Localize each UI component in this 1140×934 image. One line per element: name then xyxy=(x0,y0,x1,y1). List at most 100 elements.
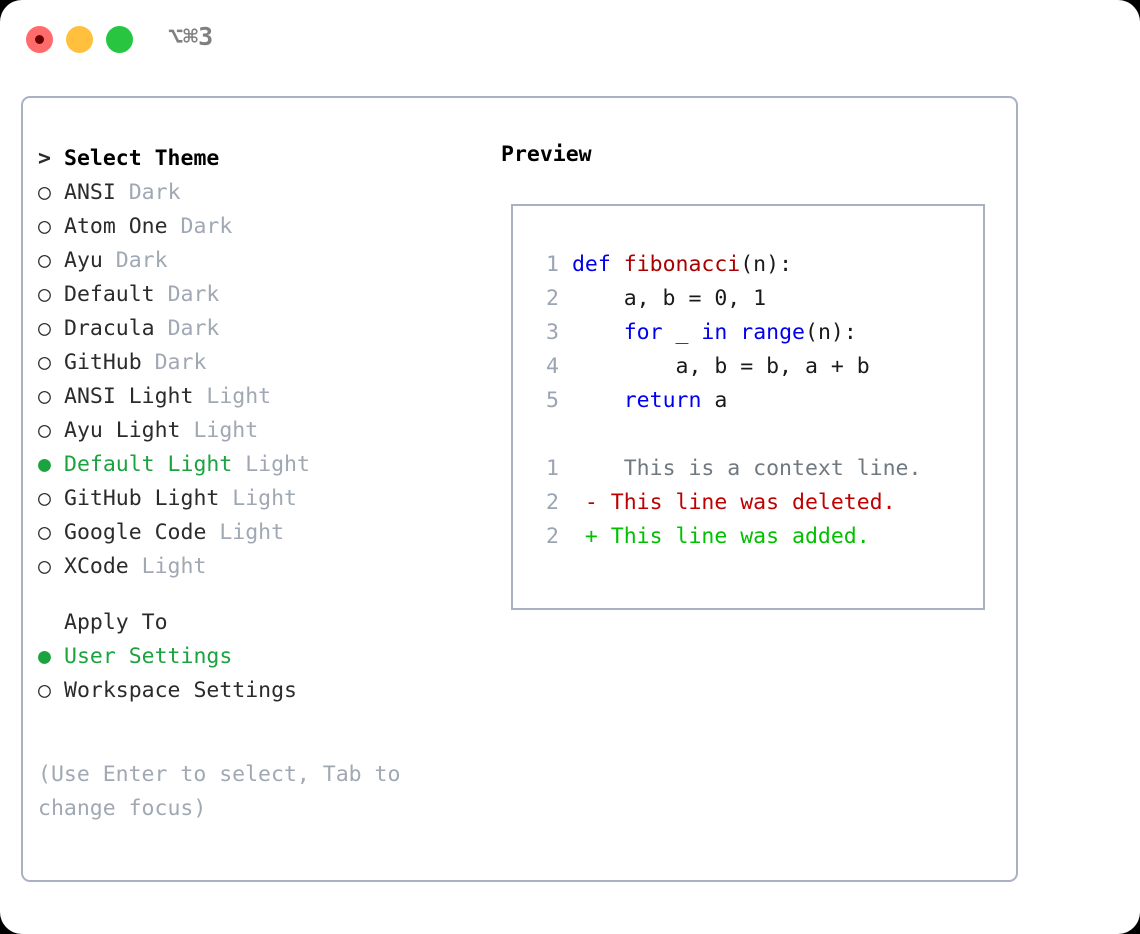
radio-unselected-icon: ○ xyxy=(38,180,51,205)
diff-text: This line was added. xyxy=(597,524,870,549)
code-token: (n): xyxy=(740,252,793,277)
theme-option-ansi[interactable]: ○ ANSI Dark xyxy=(38,176,488,210)
theme-option-default-light[interactable]: ● Default Light Light xyxy=(38,448,488,482)
radio-unselected-icon: ○ xyxy=(38,554,51,579)
line-gutter-space xyxy=(559,388,572,413)
code-token xyxy=(572,388,624,413)
radio-unselected-icon: ○ xyxy=(38,678,51,703)
apply-to-group: Apply To ●User Settings ○ Workspace Setting… xyxy=(38,606,488,708)
theme-option-default[interactable]: ○ Default Dark xyxy=(38,278,488,312)
theme-option-atom-one[interactable]: ○Atom One Dark xyxy=(38,210,488,244)
code-token: for xyxy=(623,320,663,345)
radio-unselected-icon: ○ xyxy=(38,350,51,375)
radio-unselected-icon: ○ xyxy=(38,282,51,307)
theme-option-tag: Light xyxy=(141,554,207,579)
theme-option-label: Default xyxy=(64,282,168,307)
theme-option-label: ANSI xyxy=(64,180,129,205)
theme-option-google-code[interactable]: ○Google Code Light xyxy=(38,516,488,550)
line-number: 3 xyxy=(546,320,559,345)
theme-option-label: Google Code xyxy=(64,520,220,545)
theme-option-github-light[interactable]: ○GitHub Light Light xyxy=(38,482,488,516)
diff-text: This line was deleted. xyxy=(597,490,896,515)
theme-option-ayu-light[interactable]: ○Ayu Light Light xyxy=(38,414,488,448)
line-number: 5 xyxy=(546,388,559,413)
code-token: _ xyxy=(662,320,702,345)
apply-to-header: Apply To xyxy=(38,606,488,640)
theme-picker-panel: >Select Theme○ANSI Dark○Atom One Dark○Ay… xyxy=(21,96,1018,882)
line-gutter-space xyxy=(559,286,572,311)
radio-unselected-icon: ○ xyxy=(38,316,51,341)
code-token: return xyxy=(623,388,702,413)
apply-to-option-label: Workspace Settings xyxy=(64,678,297,703)
theme-option-xcode[interactable]: ○ XCode Light xyxy=(38,550,488,584)
keyboard-shortcut-label: ⌥⌘3 xyxy=(168,22,214,51)
apply-to-option-workspace-settings[interactable]: ○ Workspace Settings xyxy=(38,674,488,708)
theme-option-label: Default Light xyxy=(64,452,246,477)
code-token: fibonacci xyxy=(623,252,741,277)
theme-option-tag: Light xyxy=(245,452,310,477)
code-line: 5 return a xyxy=(533,384,921,418)
theme-option-label: Ayu xyxy=(64,248,116,273)
code-token: a, b = 0, 1 xyxy=(571,286,767,311)
code-line: 2 a, b = 0, 1 xyxy=(533,282,921,316)
theme-option-label: ANSI Light xyxy=(64,384,207,409)
maximize-window-button[interactable] xyxy=(106,26,133,53)
radio-unselected-icon: ○ xyxy=(38,214,51,239)
theme-option-tag: Dark xyxy=(167,282,220,307)
theme-option-label: GitHub xyxy=(64,350,155,375)
radio-selected-icon: ● xyxy=(38,452,51,477)
code-line: 1 def fibonacci(n): xyxy=(533,248,921,282)
theme-option-ayu[interactable]: ○Ayu Dark xyxy=(38,244,488,278)
line-number: 4 xyxy=(546,354,559,379)
line-gutter-space xyxy=(559,354,572,379)
theme-option-tag: Dark xyxy=(128,180,181,205)
apply-to-option-user-settings[interactable]: ●User Settings xyxy=(38,640,488,674)
title-bar: ⌥⌘3 xyxy=(0,0,1140,78)
code-token: def xyxy=(571,252,624,277)
theme-option-dracula[interactable]: ○ Dracula Dark xyxy=(38,312,488,346)
radio-unselected-icon: ○ xyxy=(38,486,51,511)
theme-list-header-label: Select Theme xyxy=(64,146,220,171)
code-token: range xyxy=(740,320,805,345)
prompt-caret-icon: > xyxy=(38,146,51,171)
code-token: in xyxy=(701,320,728,345)
theme-option-tag: Light xyxy=(232,486,298,511)
minimize-window-button[interactable] xyxy=(66,26,93,53)
radio-unselected-icon: ○ xyxy=(38,418,51,443)
radio-unselected-icon: ○ xyxy=(38,520,51,545)
apply-to-header-label: Apply To xyxy=(64,610,168,635)
code-line: 4 a, b = b, a + b xyxy=(533,350,921,384)
line-gutter-space xyxy=(559,320,572,345)
theme-option-label: Ayu Light xyxy=(64,418,194,443)
code-line: 3 for _ in range(n): xyxy=(533,316,921,350)
radio-unselected-icon: ○ xyxy=(38,248,51,273)
theme-option-tag: Dark xyxy=(167,316,220,341)
code-token: a, b = b, a + b xyxy=(571,354,870,379)
diff-line: 2 - This line was deleted. xyxy=(533,486,921,520)
line-number: 2 xyxy=(546,524,559,549)
theme-list[interactable]: >Select Theme○ANSI Dark○Atom One Dark○Ay… xyxy=(38,142,488,708)
code-token: a xyxy=(701,388,728,413)
preview-title: Preview xyxy=(501,142,592,167)
diff-text: This is a context line. xyxy=(597,456,922,481)
theme-option-ansi-light[interactable]: ○ ANSI Light Light xyxy=(38,380,488,414)
theme-option-tag: Dark xyxy=(180,214,233,239)
code-token xyxy=(572,320,624,345)
theme-option-label: XCode xyxy=(64,554,142,579)
radio-selected-icon: ● xyxy=(38,644,51,669)
theme-list-header: > Select Theme xyxy=(38,142,488,176)
diff-sign: + xyxy=(559,524,598,549)
radio-unselected-icon: ○ xyxy=(38,384,51,409)
line-number: 1 xyxy=(546,456,559,481)
apply-to-header-spacer xyxy=(38,606,64,640)
keyboard-hint-text: (Use Enter to select, Tab to change focu… xyxy=(38,762,401,821)
diff-line: 1 This is a context line. xyxy=(533,452,921,486)
line-gutter-space xyxy=(559,252,572,277)
theme-option-tag: Light xyxy=(206,384,272,409)
theme-option-label: Dracula xyxy=(64,316,168,341)
theme-option-github[interactable]: ○GitHub Dark xyxy=(38,346,488,380)
diff-line: 2 + This line was added. xyxy=(533,520,921,554)
